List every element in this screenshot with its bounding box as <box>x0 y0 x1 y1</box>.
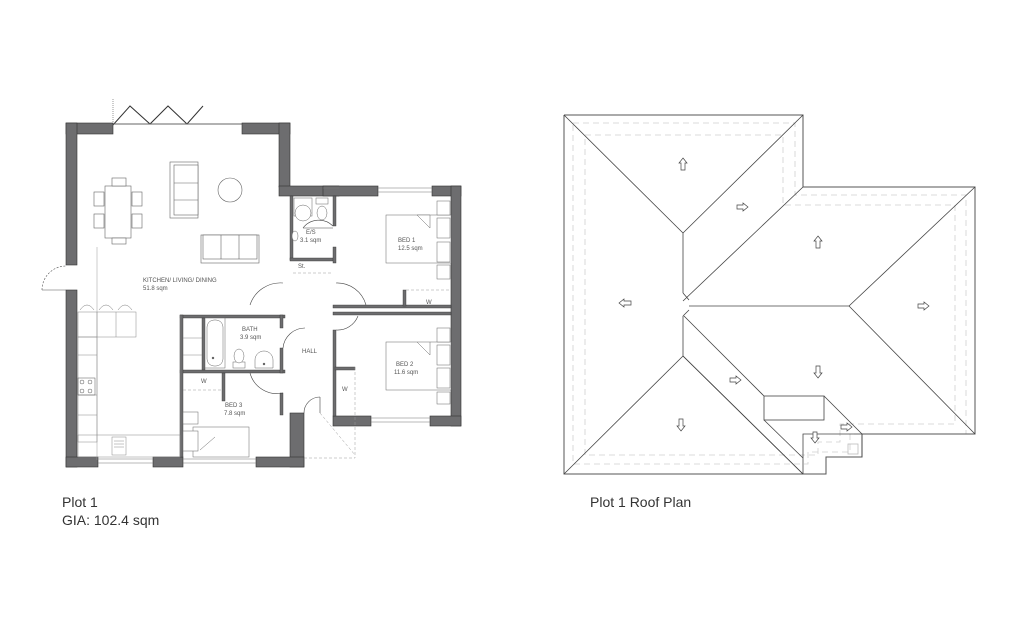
dining-table <box>93 177 143 245</box>
roof-plan-title: Plot 1 Roof Plan <box>590 494 692 510</box>
gia-area: GIA: 102.4 sqm <box>62 512 160 528</box>
room-label-bath: BATH <box>242 327 258 333</box>
floor-plan-caption: Plot 1 GIA: 102.4 sqm <box>62 493 159 529</box>
room-label-hall: HALL <box>302 349 318 355</box>
slope-arrows <box>618 157 930 444</box>
sofa <box>169 161 260 264</box>
arrow-up-icon <box>813 235 823 249</box>
room-label-kitchen: KITCHEN/ LIVING/ DINING <box>143 278 217 284</box>
roof-plan <box>563 114 976 475</box>
door-swings <box>249 219 367 414</box>
arrow-up-icon <box>678 157 688 171</box>
bed-1 <box>385 200 452 280</box>
arrow-down-icon <box>810 431 820 444</box>
room-label-bed3: BED 3 <box>225 403 243 409</box>
room-area-bed3: 7.8 sqm <box>224 411 245 417</box>
round-table <box>217 177 243 203</box>
hob <box>77 377 96 396</box>
roof-wall-outline <box>572 122 967 465</box>
windows <box>98 187 432 464</box>
arrow-right-icon <box>917 301 930 311</box>
room-labels: KITCHEN/ LIVING/ DINING 51.8 sqm E/S 3.1… <box>143 230 432 417</box>
roof-hips <box>563 114 976 475</box>
room-label-bed2: BED 2 <box>396 362 414 368</box>
bed-3 <box>182 411 250 458</box>
room-area-ensuite: 3.1 sqm <box>300 238 321 244</box>
arrow-down-icon <box>813 365 823 379</box>
room-label-bed1: BED 1 <box>398 238 416 244</box>
ensuite-fixtures <box>291 197 329 242</box>
wardrobe-label-bed1: W <box>426 300 432 306</box>
external-walls <box>65 122 462 468</box>
bifold-door <box>112 99 242 126</box>
roof-bay <box>763 395 863 474</box>
bed-2 <box>385 327 452 405</box>
floor-plan: KITCHEN/ LIVING/ DINING 51.8 sqm E/S 3.1… <box>41 99 462 468</box>
kitchen-right-units <box>179 315 202 457</box>
wardrobe-label-hall: W <box>342 387 348 393</box>
plot-title: Plot 1 <box>62 494 98 510</box>
arrow-right-icon <box>736 202 749 212</box>
store-label: St. <box>298 264 306 270</box>
internal-walls <box>179 195 452 458</box>
bar-stools <box>79 304 133 311</box>
arrow-right-icon <box>729 375 742 385</box>
arrow-left-icon <box>618 298 632 308</box>
room-area-bath: 3.9 sqm <box>240 335 261 341</box>
arrow-right-icon <box>840 422 853 432</box>
room-area-bed1: 12.5 sqm <box>398 246 423 252</box>
arrow-down-icon <box>676 418 686 432</box>
room-area-bed2: 11.6 sqm <box>394 370 418 376</box>
bath-fixtures <box>204 317 274 369</box>
kitchen-units <box>77 311 181 458</box>
room-label-ensuite: E/S <box>306 230 316 236</box>
roof-plan-caption: Plot 1 Roof Plan <box>590 493 691 511</box>
room-area-kitchen: 51.8 sqm <box>143 286 168 292</box>
side-door <box>41 265 67 291</box>
wardrobe-label-bed3: W <box>201 379 207 385</box>
